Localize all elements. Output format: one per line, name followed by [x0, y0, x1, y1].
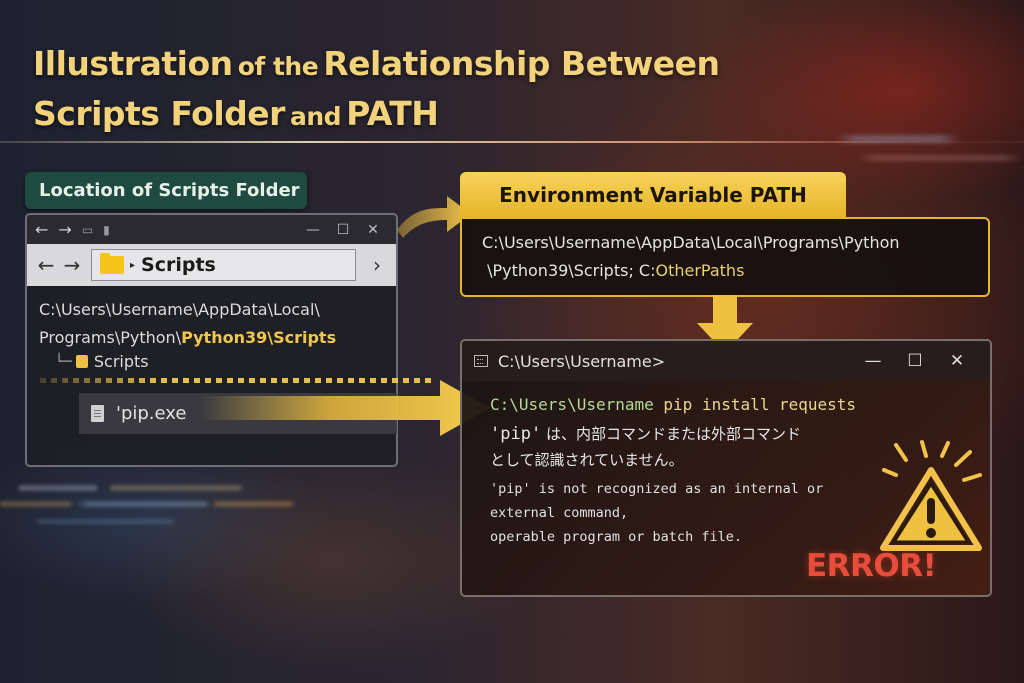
breadcrumb-scripts[interactable]: Scripts: [141, 254, 216, 276]
minimize-button[interactable]: —: [864, 351, 882, 371]
path-line: C:\Users\Username\AppData\Local\Programs…: [482, 233, 900, 252]
background-light-streaks-right: [814, 120, 1024, 180]
cmd-window-title: C:\Users\Username>: [498, 351, 666, 371]
error-label: ERROR!: [806, 548, 937, 584]
nav-back-button[interactable]: ←: [37, 253, 55, 277]
error-message-japanese: 'pip' は、内部コマンドまたは外部コマンド として認識されていません。: [490, 421, 962, 473]
command-prompt-window: C:\Users\Username> — ☐ ✕ C:\Users\Userna…: [460, 339, 992, 597]
error-text: operable program or batch file.: [490, 529, 742, 545]
scripts-folder-path: C:\Users\Username\AppData\Local\ Program…: [27, 286, 396, 352]
error-text: として認識されていません。: [490, 451, 684, 469]
background-light-streaks: [0, 485, 340, 545]
error-text: は、内部コマンドまたは外部コマンド: [541, 425, 801, 443]
file-icon: [91, 405, 104, 422]
tree-item-scripts[interactable]: └─ Scripts: [55, 352, 396, 371]
path-line: Programs\Python\Python39\Scripts: [39, 324, 384, 352]
title-word: Scripts Folder: [33, 94, 285, 133]
error-text: 'pip' is not recognized as an internal o…: [490, 481, 824, 497]
arrow-right-icon: [200, 380, 490, 436]
terminal-icon: [474, 355, 488, 367]
breadcrumb-caret-icon: ▸: [130, 259, 136, 271]
title-word: PATH: [346, 94, 439, 133]
dotted-connector: [40, 378, 432, 383]
title-divider: [0, 141, 1024, 143]
path-variable-value: C:\Users\Username\AppData\Local\Programs…: [460, 217, 990, 297]
close-button[interactable]: ✕: [949, 351, 965, 371]
nav-expand-button[interactable]: ›: [373, 253, 381, 277]
prompt-path: C:\Users\Username: [490, 395, 654, 414]
title-word: of the: [237, 52, 319, 81]
title-word: Illustration: [33, 44, 233, 83]
warning-icon: [880, 440, 982, 551]
error-text: external command,: [490, 505, 629, 521]
address-bar[interactable]: ▸ Scripts: [91, 249, 356, 281]
scripts-folder-icon: [75, 355, 88, 368]
back-arrow-icon[interactable]: ←: [35, 220, 49, 239]
path-highlight: OtherPaths: [655, 261, 745, 280]
tree-item-label: Scripts: [93, 352, 149, 371]
path-line: C:\Users\Username\AppData\Local\: [39, 300, 320, 319]
file-name: 'pip.exe: [116, 403, 187, 424]
file-explorer-window: ← → ▭ ▮ — ☐ ✕ ← → ▸ Scripts › C:\Users\U…: [25, 213, 398, 467]
close-button[interactable]: ✕: [367, 221, 379, 238]
page-title: Illustration of the Relationship Between…: [33, 42, 720, 142]
new-folder-icon[interactable]: ▭: [81, 222, 94, 237]
error-message-english: 'pip' is not recognized as an internal o…: [490, 477, 962, 549]
title-word: and: [290, 102, 342, 131]
path-segment: \Python39\Scripts; C:: [487, 261, 656, 280]
path-line: \Python39\Scripts; C:OtherPaths: [482, 257, 988, 285]
maximize-button[interactable]: ☐: [336, 221, 350, 238]
error-quote: 'pip': [490, 424, 542, 444]
typed-command: pip install requests: [663, 395, 857, 414]
maximize-button[interactable]: ☐: [907, 351, 923, 371]
arrow-down-icon: [697, 295, 753, 353]
curved-arrow-icon: [397, 196, 471, 238]
cmd-titlebar: C:\Users\Username> — ☐ ✕: [462, 341, 990, 381]
folder-icon: [100, 253, 124, 274]
command-line: C:\Users\Username pip install requests: [490, 391, 962, 419]
minimize-button[interactable]: —: [306, 221, 320, 238]
nav-forward-button[interactable]: →: [63, 253, 81, 277]
tree-branch-line: └─: [55, 353, 72, 370]
title-word: Relationship Between: [323, 44, 720, 83]
document-icon[interactable]: ▮: [103, 222, 110, 237]
explorer-titlebar: ← → ▭ ▮ — ☐ ✕: [27, 215, 396, 244]
environment-variable-label: Environment Variable PATH: [460, 172, 846, 217]
path-segment: Programs\Python\: [39, 328, 182, 347]
forward-arrow-icon[interactable]: →: [58, 220, 72, 239]
path-highlight: Python39\Scripts: [181, 328, 337, 347]
explorer-navbar: ← → ▸ Scripts ›: [27, 244, 396, 286]
cmd-output[interactable]: C:\Users\Username pip install requests '…: [462, 381, 990, 559]
scripts-location-label: Location of Scripts Folder: [25, 172, 307, 209]
